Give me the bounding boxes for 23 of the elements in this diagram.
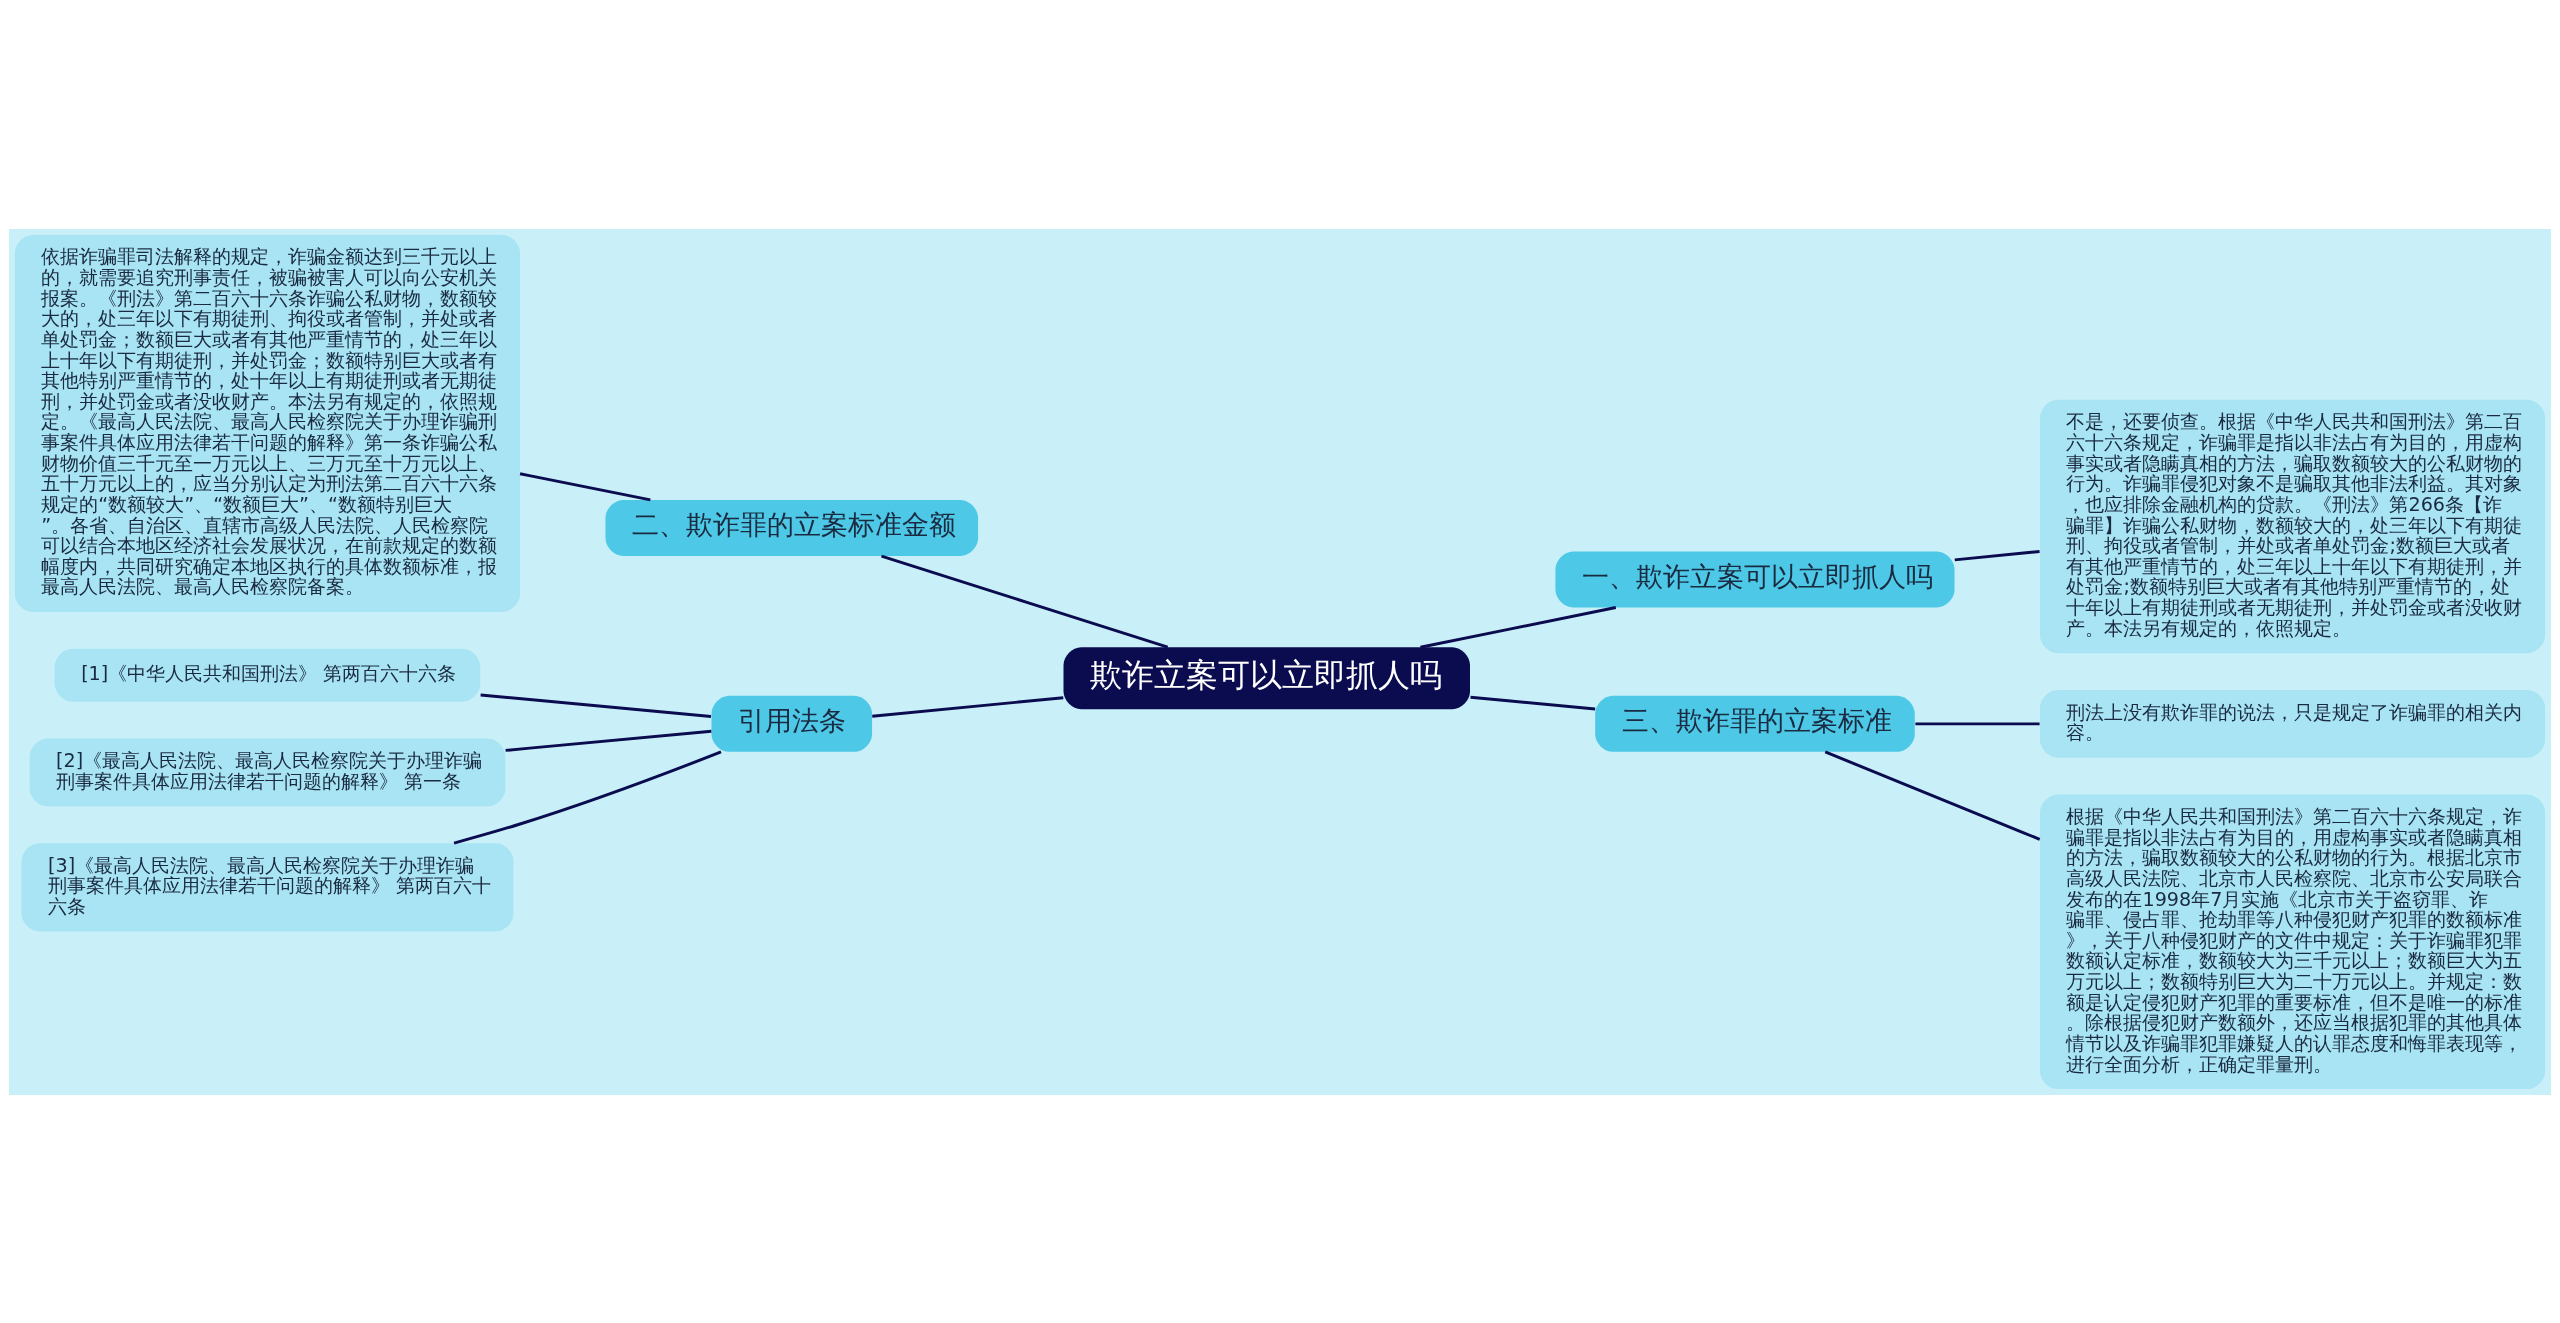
connector [881,554,1169,649]
connector [1915,721,2040,725]
connector [480,693,712,718]
connector [1470,695,1596,710]
node-box: 引用法条 [711,695,873,752]
node-box: 三、欺诈罪的立案标准 [1595,695,1915,752]
node-box: 欺诈立案可以立即抓人吗 [1063,646,1470,709]
connector [453,750,722,844]
node-box: 依据诈骗罪司法解释的规定，诈骗金额达到三千元以上的，就需要追究刑事责任，被骗被害人可以向公安机关报案。《刑法》第二百六十六条诈骗公私财物，数额较大的，处三年以下有期徒刑、拘役或者管制，并处或者单处罚金；数额巨大或者有其他严重情节的，处三年以上十年以下有期徒刑，并处罚金；数额特别巨大或者有其他特别严重情节的，处十年以上有期徒刑或者无期徒刑，并处罚金或者没收财产。本法另有规定的，依照规定。《最高人民法院、最高人民检察院关于办理诈骗刑事案件具体应用法律若干问题的解释》第一条诈骗公私财物价值三千元至一万元以上、三万元至十万元以上、五十万元以上的，应当分别认定为刑法第二百六十六条规定的“数额较大”、“数额巨大”、“数额特别巨大”。各省、自治区、直辖市高级人民法院、人民检察院可以结合本地区经济社会发展状况，在前款规定的数额幅度内，共同研究确定本地区执行的具体数额标准，报最高人民法院、最高人民检察院备案。 [14,234,521,612]
node-box: 刑法上没有欺诈罪的说法，只是规定了诈骗罪的相关内容。 [2039,689,2546,758]
node-box: [1]《中华人民共和国刑法》 第两百六十六条 [54,648,481,702]
node-box: 一、欺诈立案可以立即抓人吗 [1555,551,1955,607]
connector [505,729,712,752]
connector [519,471,651,501]
connector [1420,605,1617,649]
node-box: [2]《最高人民法院、最高人民检察院关于办理诈骗刑事案件具体应用法律若干问题的解释》 第一条 [29,738,506,806]
connector [1954,549,2040,561]
node-box: 二、欺诈罪的立案标准金额 [605,499,979,556]
node-box: 根据《中华人民共和国刑法》第二百六十六条规定，诈骗罪是指以非法占有为目的，用虚构事实或者隐瞒真相的方法，骗取数额较大的公私财物的行为。根据北京市高级人民法院、北京市人民检察院、北京市公安局联合发布的在1998年7月实施《北京市关于盗窃罪、诈骗罪、侵占罪、抢劫罪等八种侵犯财产犯罪的数额标准》，关于八种侵犯财产的文件中规定：关于诈骗罪犯罪数额认定标准，数额较大为三千元以上；数额巨大为五万元以上；数额特别巨大为二十万元以上。并规定：数额是认定侵犯财产犯罪的重要标准，但不是唯一的标准。除根据侵犯财产数额外，还应当根据犯罪的其他具体情节以及诈骗罪犯罪嫌疑人的认罪态度和悔罪表现等，进行全面分析，正确定罪量刑。 [2039,794,2546,1089]
node-box: [3]《最高人民法院、最高人民检察院关于办理诈骗刑事案件具体应用法律若干问题的解释》 第两百六十六条 [21,842,514,931]
connector [1824,750,2041,841]
connector [872,695,1064,718]
node-box: 不是，还要侦查。根据《中华人民共和国刑法》第二百六十六条规定，诈骗罪是指以非法占有为目的，用虚构事实或者隐瞒真相的方法，骗取数额较大的公私财物的行为。诈骗罪侵犯对象不是骗取其他非法利益。其对象，也应排除金融机构的贷款。《刑法》第266条【诈骗罪】诈骗公私财物，数额较大的，处三年以下有期徒刑、拘役或者管制，并处或者单处罚金;数额巨大或者有其他严重情节的，处三年以上十年以下有期徒刑，并处罚金;数额特别巨大或者有其他特别严重情节的，处十年以上有期徒刑或者无期徒刑，并处罚金或者没收财产。本法另有规定的，依照规定。 [2039,399,2546,653]
